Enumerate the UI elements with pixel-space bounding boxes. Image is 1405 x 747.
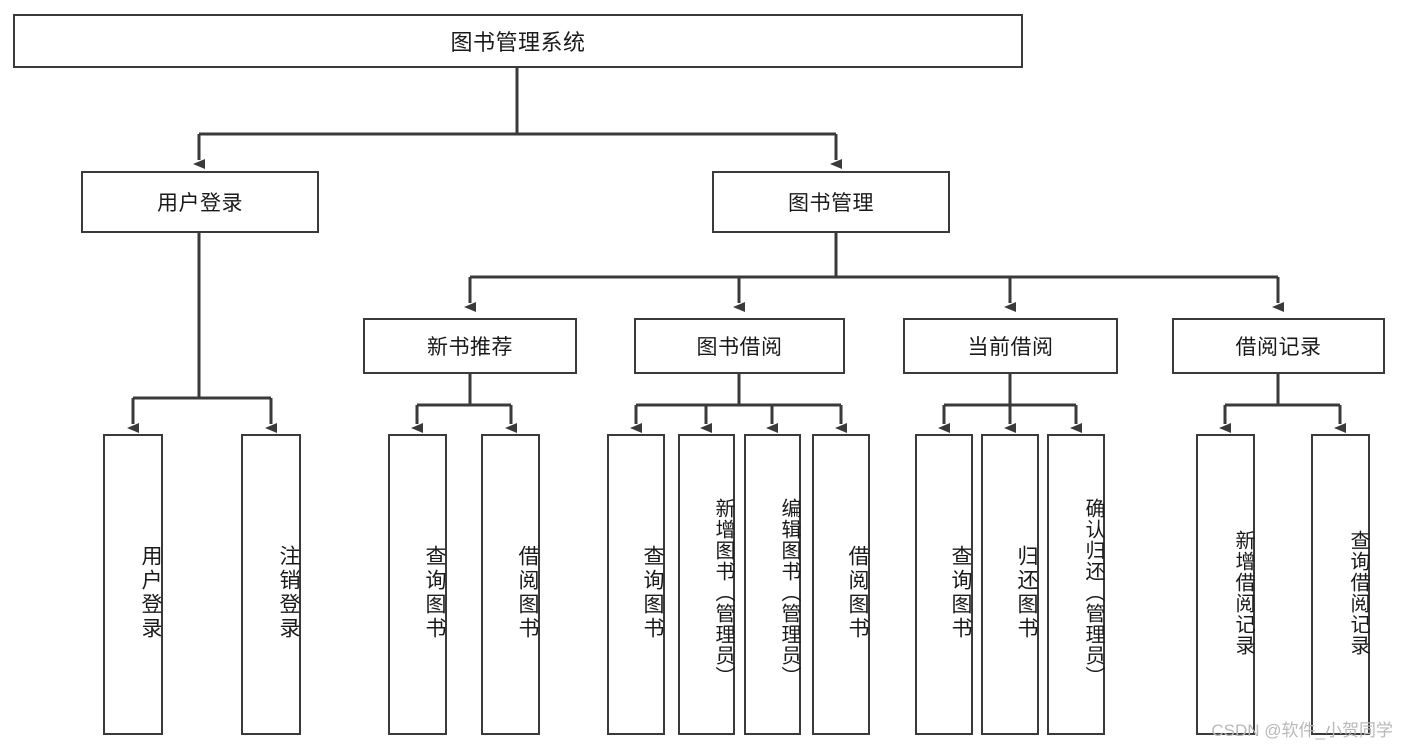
leaf-add-book[interactable]: 新增图书（管理员） bbox=[678, 434, 735, 735]
leaf-confirm-return[interactable]: 确认归还（管理员） bbox=[1047, 434, 1105, 735]
leaf-query-record[interactable]: 查询借阅记录 bbox=[1311, 434, 1370, 735]
leaf-return-book-label: 归还图书 bbox=[1015, 544, 1038, 641]
leaf-logout-label: 注销登录 bbox=[277, 544, 300, 641]
node-borrow-record-label: 借阅记录 bbox=[1235, 336, 1322, 359]
node-user-login-label: 用户登录 bbox=[157, 192, 243, 215]
leaf-user-login-label: 用户登录 bbox=[139, 544, 162, 641]
leaf-query-book-1-label: 查询图书 bbox=[423, 544, 446, 641]
node-book-manage[interactable]: 图书管理 bbox=[712, 171, 950, 233]
leaf-query-book-2[interactable]: 查询图书 bbox=[607, 434, 665, 735]
leaf-query-book-3[interactable]: 查询图书 bbox=[915, 434, 973, 735]
leaf-edit-book[interactable]: 编辑图书（管理员） bbox=[744, 434, 801, 735]
leaf-borrow-book-1-label: 借阅图书 bbox=[516, 544, 539, 641]
leaf-confirm-return-label: 确认归还（管理员） bbox=[1082, 498, 1104, 687]
node-root[interactable]: 图书管理系统 bbox=[13, 14, 1023, 68]
leaf-add-record[interactable]: 新增借阅记录 bbox=[1196, 434, 1255, 735]
leaf-borrow-book-2-label: 借阅图书 bbox=[846, 544, 869, 641]
node-book-borrow-label: 图书借阅 bbox=[696, 336, 783, 359]
leaf-borrow-book-2[interactable]: 借阅图书 bbox=[812, 434, 870, 735]
leaf-add-record-label: 新增借阅记录 bbox=[1232, 529, 1254, 656]
leaf-query-book-1[interactable]: 查询图书 bbox=[388, 434, 447, 735]
node-borrow-record[interactable]: 借阅记录 bbox=[1172, 318, 1385, 374]
leaf-user-login[interactable]: 用户登录 bbox=[103, 434, 163, 735]
node-user-login[interactable]: 用户登录 bbox=[81, 171, 319, 233]
node-book-manage-label: 图书管理 bbox=[788, 192, 874, 215]
node-new-book-rec-label: 新书推荐 bbox=[427, 336, 513, 359]
leaf-query-book-3-label: 查询图书 bbox=[949, 544, 972, 641]
leaf-edit-book-label: 编辑图书（管理员） bbox=[778, 498, 800, 687]
watermark: CSDN @软件_小贺同学 bbox=[1211, 721, 1393, 740]
leaf-logout[interactable]: 注销登录 bbox=[241, 434, 301, 735]
leaf-query-book-2-label: 查询图书 bbox=[641, 544, 664, 641]
node-root-label: 图书管理系统 bbox=[450, 30, 586, 55]
leaf-borrow-book-1[interactable]: 借阅图书 bbox=[481, 434, 540, 735]
leaf-return-book[interactable]: 归还图书 bbox=[981, 434, 1039, 735]
leaf-query-record-label: 查询借阅记录 bbox=[1347, 529, 1369, 656]
leaf-add-book-label: 新增图书（管理员） bbox=[712, 498, 734, 687]
node-book-borrow[interactable]: 图书借阅 bbox=[634, 318, 845, 374]
node-current-borrow-label: 当前借阅 bbox=[967, 336, 1054, 359]
node-current-borrow[interactable]: 当前借阅 bbox=[903, 318, 1118, 374]
node-new-book-rec[interactable]: 新书推荐 bbox=[363, 318, 577, 374]
